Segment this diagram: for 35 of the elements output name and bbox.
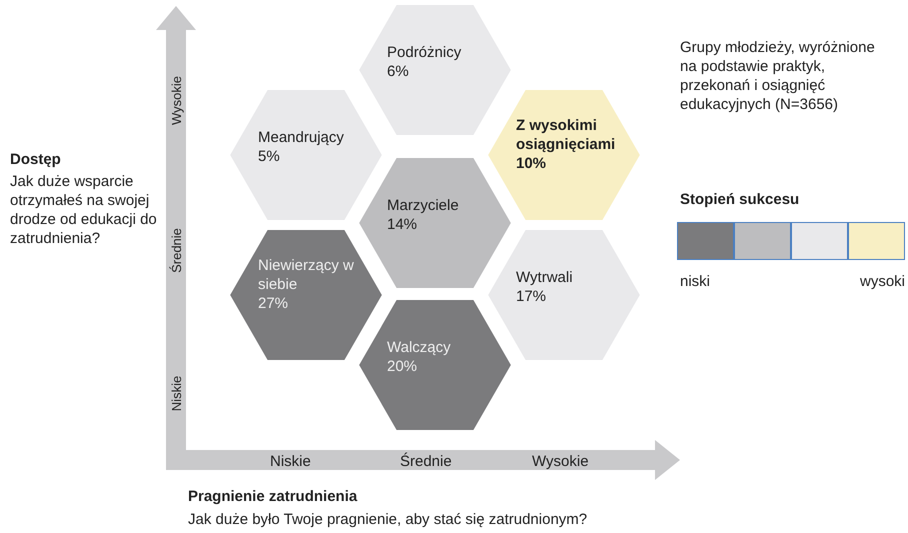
percentage: 27% xyxy=(258,294,288,313)
group-name: Podróżnicy xyxy=(387,43,462,62)
percentage: 14% xyxy=(387,215,418,234)
group-name: Walczący xyxy=(387,338,451,357)
percentage: 17% xyxy=(516,287,546,306)
tick-label: Średnie xyxy=(400,452,452,471)
group-name: Wytrwali xyxy=(516,268,573,287)
axis-title: Dostęp xyxy=(10,150,61,169)
legend-label: wysoki xyxy=(860,272,906,291)
hexagon-tile xyxy=(357,156,513,290)
axis-question: Jak duże było Twoje pragnienie, aby stać się zatrudnionym? xyxy=(188,510,588,529)
note-text: Grupy młodzieży, wyróżnione na podstawie praktyk, przekonań i osiągnięć edukacyjnych (N=3656) xyxy=(680,38,876,114)
axis-title: Pragnienie zatrudnienia xyxy=(188,487,358,506)
hexagon-tile xyxy=(486,88,642,222)
percentage: 20% xyxy=(387,357,418,376)
percentage: 6% xyxy=(387,62,409,81)
hexagon-tile xyxy=(357,298,513,432)
hexagon-tile xyxy=(357,3,513,137)
legend-title: Stopień sukcesu xyxy=(680,190,800,209)
group-name: Meandrujący xyxy=(258,128,344,147)
tick-label: Wysokie xyxy=(532,452,589,471)
legend-label: niski xyxy=(680,272,710,291)
tick-label: Średnie xyxy=(168,228,184,272)
group-name: Niewierzący w siebie xyxy=(258,256,355,294)
group-name: Marzyciele xyxy=(387,196,459,215)
percentage: 5% xyxy=(258,147,280,166)
tick-label: Niskie xyxy=(168,375,184,411)
group-name: Z wysokimi osiągnięciami xyxy=(516,116,616,154)
tick-label: Niskie xyxy=(270,452,311,471)
tick-label: Wysokie xyxy=(168,76,184,124)
hexagon-tile xyxy=(228,88,384,222)
axis-question: Jak duże wsparcie otrzymałeś na swojej drodze od edukacji do zatrudnienia? xyxy=(10,172,158,248)
percentage: 10% xyxy=(516,154,546,173)
hexagon-tile xyxy=(486,228,642,362)
hexagon-tile xyxy=(228,228,384,362)
